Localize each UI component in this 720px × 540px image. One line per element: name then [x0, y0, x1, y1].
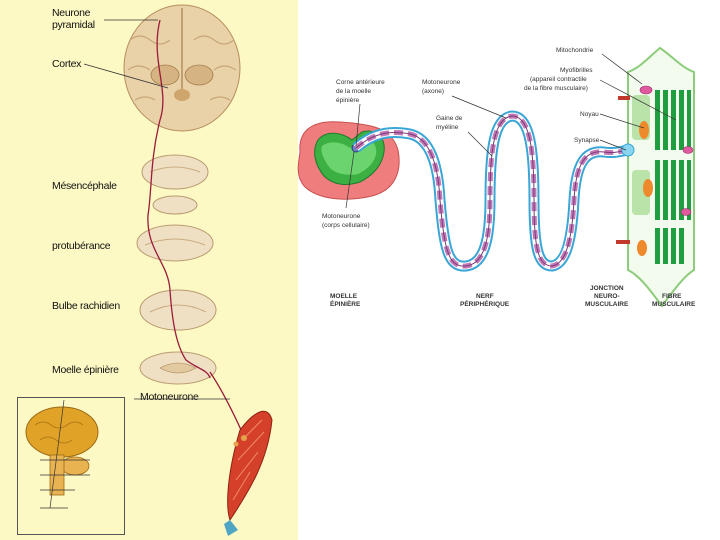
- heading-nerve-line-1: NERF: [476, 293, 494, 300]
- section-headings: MOELLE ÉPINIÈRE NERF PÉRIPHÉRIQUE JONCTI…: [330, 285, 696, 308]
- coronal-brain-section: [123, 4, 241, 132]
- peripheral-nerve: [352, 110, 631, 272]
- label-mitochondria: Mitochondrie: [556, 47, 594, 54]
- heading-junction-line-2: NEURO-: [594, 293, 620, 300]
- label-motoneuron: Motoneurone: [140, 391, 199, 403]
- heading-junction-line-3: MUSCULAIRE: [585, 301, 629, 308]
- right-leader-lines: [345, 53, 677, 209]
- label-anterior-horn-line-2: de la moelle: [336, 88, 371, 95]
- spinal-cord-section: [139, 351, 217, 385]
- pyramidal-tract-line: [147, 19, 211, 379]
- motoneuron-axon-line: [209, 371, 243, 433]
- heading-spinal-cord-line-2: ÉPINIÈRE: [330, 299, 361, 308]
- label-cell-body-line-2: (corps cellulaire): [322, 222, 370, 229]
- heading-nerve-line-2: PÉRIPHÉRIQUE: [460, 299, 510, 308]
- heading-muscle-line-2: MUSCULAIRE: [652, 301, 696, 308]
- label-axon-line-2: (axone): [422, 88, 444, 95]
- muscle-fiber: [616, 46, 695, 308]
- inset-brain-icon: [25, 399, 99, 509]
- muscle-illustration: [224, 410, 273, 536]
- medulla-section: [139, 289, 217, 331]
- label-myofibrils-line-1: Myofibrilles: [560, 67, 593, 74]
- midbrain-section: [141, 154, 209, 215]
- label-axon-line-1: Motoneurone: [422, 79, 461, 86]
- label-synapse: Synapse: [574, 137, 600, 144]
- label-cell-body-line-1: Motoneurone: [322, 213, 361, 220]
- label-medulla: Bulbe rachidien: [52, 300, 120, 312]
- label-myofibrils-line-2: (appareil contractile: [530, 76, 587, 83]
- label-myelin-line-2: myéline: [436, 124, 459, 131]
- right-labels: Corne antérieure de la moelle épinière M…: [322, 47, 600, 229]
- heading-spinal-cord-line-1: MOELLE: [330, 293, 358, 300]
- label-myofibrils-line-3: de la fibre musculaire): [524, 85, 588, 92]
- left-leader-lines: [83, 19, 230, 400]
- label-myelin-line-1: Gaine de: [436, 115, 463, 122]
- label-midbrain: Mésencéphale: [52, 180, 117, 192]
- label-anterior-horn-line-1: Corne antérieure: [336, 79, 385, 86]
- label-pons: protubérance: [52, 240, 111, 252]
- label-nucleus: Noyau: [580, 111, 599, 118]
- label-cortex: Cortex: [52, 58, 82, 70]
- label-anterior-horn-line-3: épinière: [336, 97, 360, 104]
- heading-junction-line-1: JONCTION: [590, 285, 624, 292]
- label-spinal-cord: Moelle épinière: [52, 364, 119, 376]
- heading-muscle-line-1: FIBRE: [662, 293, 682, 300]
- label-pyramidal-neuron: Neurone pyramidal: [52, 7, 95, 31]
